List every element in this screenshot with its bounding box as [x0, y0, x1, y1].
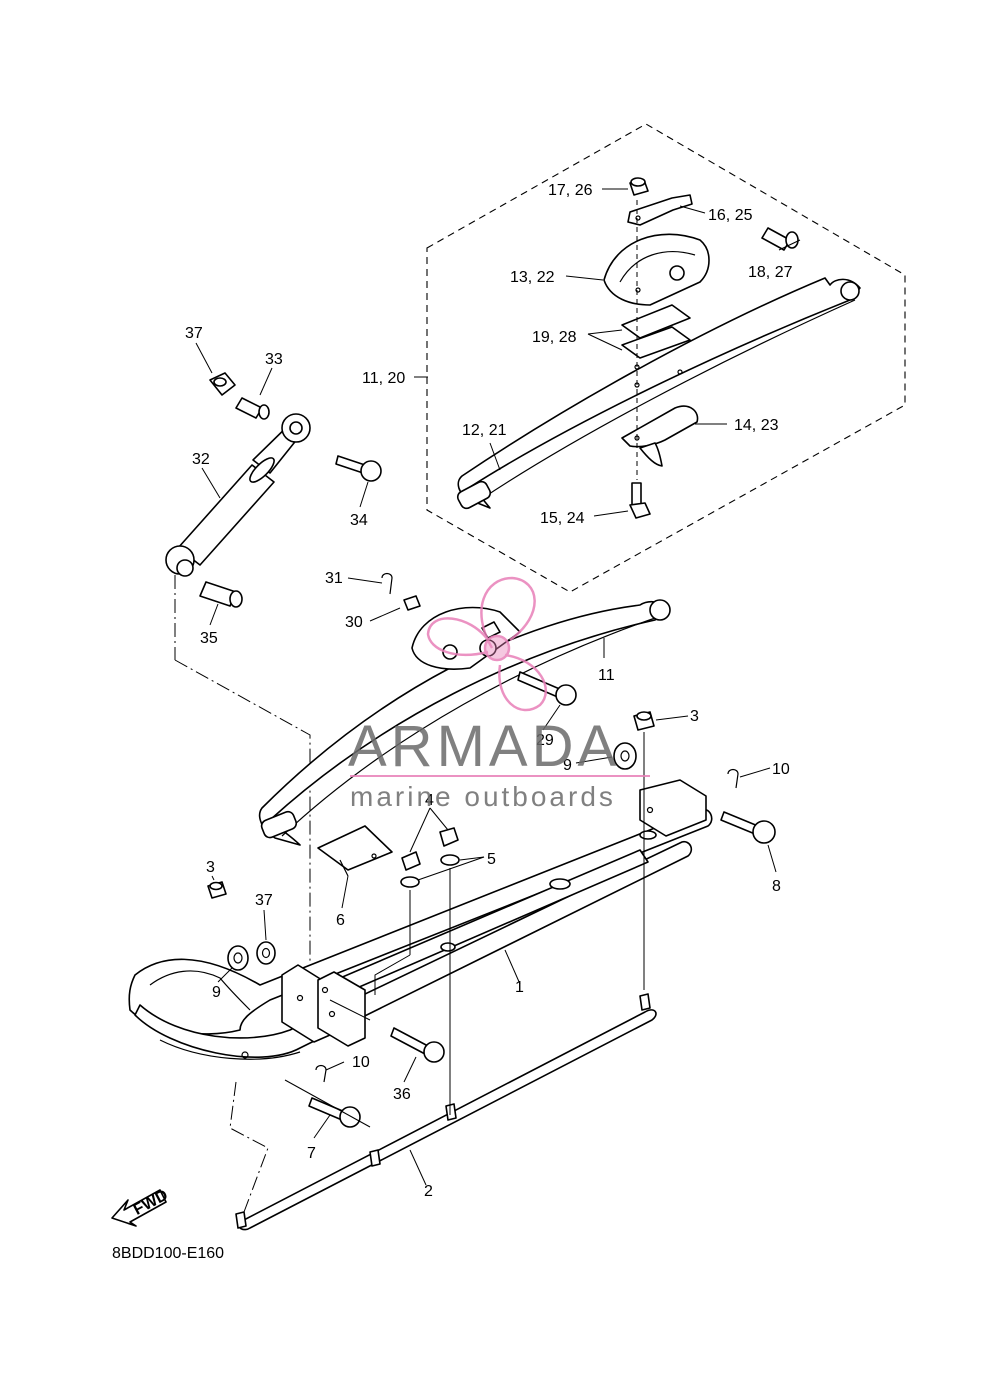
callout-1: 1 [515, 979, 524, 996]
callout-37: 37 [255, 892, 273, 909]
callout-3: 3 [690, 708, 699, 725]
callout-30: 30 [345, 614, 363, 631]
cotter-pin-10-rear [727, 768, 739, 789]
callout-2: 2 [424, 1183, 433, 1200]
nut-3-rear [633, 711, 655, 731]
collar-35 [199, 581, 243, 608]
nut-17-26 [629, 177, 649, 196]
callout-12-21: 12, 21 [462, 422, 507, 439]
callout-8: 8 [772, 878, 781, 895]
callout-16-25: 16, 25 [708, 207, 753, 224]
svg-text:FWD: FWD [131, 1187, 171, 1219]
callout-11-20: 11, 20 [362, 370, 405, 387]
nut-30 [403, 595, 421, 611]
kit-outline [426, 123, 906, 593]
diagram-code: 8BDD100-E160 [112, 1245, 224, 1262]
collar-9-rear [613, 742, 637, 770]
wear-bar-2 [235, 993, 657, 1231]
ski-bracket-front [281, 964, 366, 1047]
watermark-tagline: marine outboards [350, 781, 616, 812]
bolt-29 [517, 671, 577, 706]
callout-15-24: 15, 24 [540, 510, 585, 527]
leaf-spring-11 [258, 599, 671, 846]
washer-5b [440, 854, 460, 866]
callout-7: 7 [307, 1145, 316, 1162]
plate-6 [317, 825, 393, 877]
callout-17-26: 17, 26 [548, 182, 593, 199]
callout-5: 5 [487, 851, 496, 868]
callout-37: 37 [185, 325, 203, 342]
cotter-pin-10-front [315, 1064, 327, 1083]
fwd-arrow-icon: FWD [111, 1187, 171, 1227]
callout-33: 33 [265, 351, 283, 368]
watermark: ARMADA marine outboards [348, 576, 650, 812]
callout-labels: 1 2 3 3 4 5 6 7 8 9 9 10 10 11 11, 20 12… [185, 182, 793, 1200]
propeller-logo-icon [426, 576, 547, 712]
callout-32: 32 [192, 451, 210, 468]
nut-4b [439, 827, 459, 847]
bolt-8 [720, 811, 776, 844]
washer-5a [400, 876, 420, 888]
callout-19-28: 19, 28 [532, 329, 577, 346]
bolt-36 [390, 1027, 445, 1063]
ski-1 [128, 808, 713, 1060]
collar-18-27 [761, 227, 799, 251]
nut-4a [401, 851, 421, 871]
cotter-pin-31 [381, 572, 393, 595]
bracket-14-23 [621, 405, 699, 467]
collar-9-front [227, 945, 249, 971]
callout-10: 10 [352, 1054, 370, 1071]
callout-35: 35 [200, 630, 218, 647]
callout-14-23: 14, 23 [734, 417, 779, 434]
callout-3: 3 [206, 859, 215, 876]
nut-37-top [209, 372, 236, 396]
callout-18-27: 18, 27 [748, 264, 793, 281]
bracket-13-22 [603, 233, 710, 306]
leaf-spring-kit [456, 277, 861, 510]
clip-16-25 [627, 194, 693, 226]
ski-bracket-rear [639, 779, 707, 837]
callout-4: 4 [425, 792, 434, 809]
collar-37-front [256, 941, 276, 965]
callout-29: 29 [536, 732, 554, 749]
bolt-7 [308, 1097, 361, 1128]
leader-lines [195, 188, 801, 1186]
nut-3-front [207, 881, 227, 899]
callout-10: 10 [772, 761, 790, 778]
callout-6: 6 [336, 912, 345, 929]
plates-19-28 [621, 304, 691, 359]
shock-absorber-32 [165, 413, 311, 577]
callout-31: 31 [325, 570, 343, 587]
callout-36: 36 [393, 1086, 411, 1103]
bolt-34 [335, 455, 382, 482]
callout-11: 11 [598, 667, 615, 684]
watermark-brand: ARMADA [348, 714, 620, 779]
callout-9: 9 [212, 984, 221, 1001]
bolt-15-24 [629, 482, 651, 519]
callout-13-22: 13, 22 [510, 269, 555, 286]
callout-34: 34 [350, 512, 368, 529]
callout-9: 9 [563, 757, 572, 774]
collar-33 [235, 397, 270, 420]
